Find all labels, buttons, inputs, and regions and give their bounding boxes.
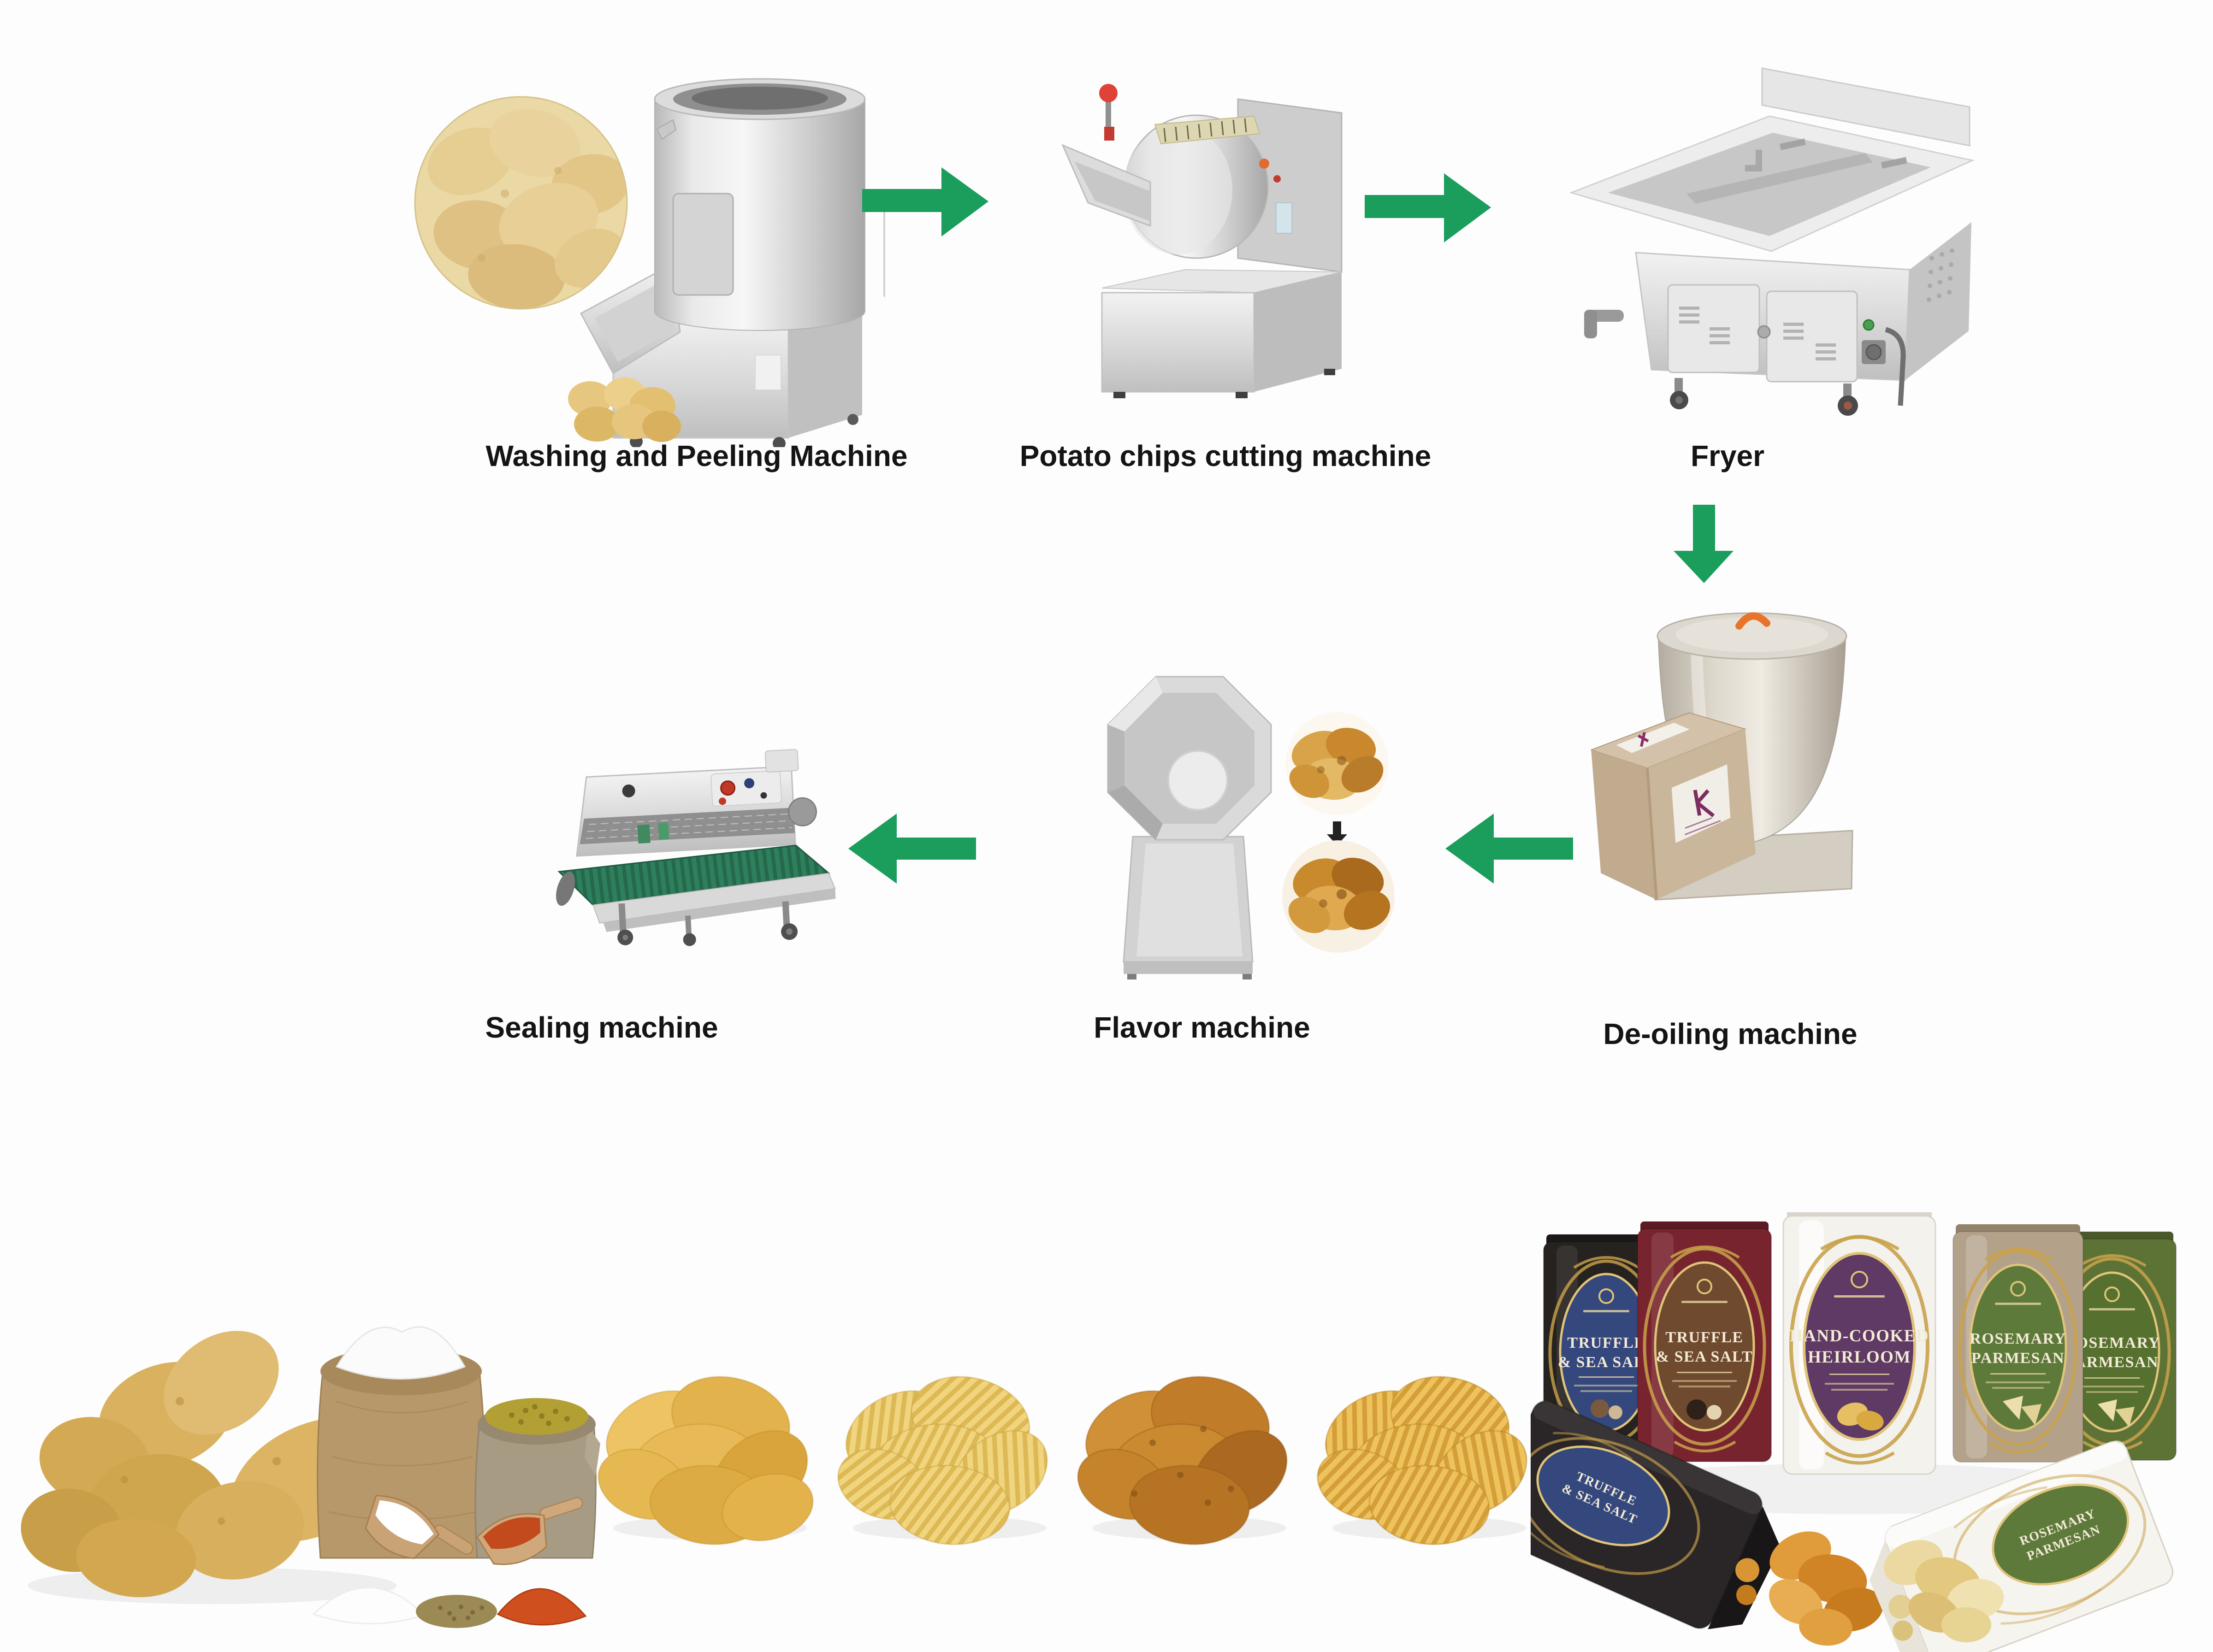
deoiling-machine-illustration xyxy=(1591,612,1853,901)
sealing-machine-illustration xyxy=(556,749,836,946)
flow-arrow-right-1-icon xyxy=(862,167,988,236)
bag4-title-line2: PARMESAN xyxy=(1971,1350,2065,1367)
cutting-machine-illustration xyxy=(1061,84,1343,398)
peeled-potatoes-photo xyxy=(414,96,628,310)
red-knob xyxy=(720,780,736,796)
open-bag-truffle-black: TRUFFLE & SEA SALT xyxy=(1531,1399,1781,1629)
bag2-title-line1: TRUFFLE xyxy=(1665,1329,1743,1346)
stage-label-deoiling: De-oiling machine xyxy=(1603,1017,1858,1050)
plain-chips-pile-photo xyxy=(598,1376,814,1545)
seed-pile xyxy=(416,1595,497,1628)
crinkle-chips-pile-photo-2 xyxy=(1317,1376,1527,1545)
paprika-scoop xyxy=(476,1497,583,1565)
spilled-chips-orange xyxy=(1769,1531,1883,1646)
drain-pipe xyxy=(1584,310,1624,338)
raw-potatoes-and-spices-photo xyxy=(21,1326,600,1628)
flow-arrow-right-2-icon xyxy=(1365,173,1491,242)
bag-truffle-sea-salt-maroon: TRUFFLE & SEA SALT xyxy=(1637,1221,1772,1462)
fryer-illustration xyxy=(1569,67,1975,416)
stage-label-washing: Washing and Peeling Machine xyxy=(485,439,908,472)
flow-arrow-down-icon xyxy=(1674,505,1734,583)
fryer-doors xyxy=(1667,284,1858,383)
raw-potatoes-small-pile xyxy=(568,378,681,442)
chips-photo-after xyxy=(1282,840,1395,953)
bag2-title-line2: & SEA SALT xyxy=(1656,1348,1753,1365)
stage-label-cutting: Potato chips cutting machine xyxy=(1019,439,1432,472)
casters xyxy=(1670,378,1858,416)
finished-chip-bags-photo: TRUFFLE & SEA SALT TRUFFLE & SEA SALT xyxy=(1531,1212,2177,1652)
bag3-title-line2: HEIRLOOM xyxy=(1808,1348,1911,1367)
chips-photo-before xyxy=(1285,712,1389,815)
salt-scoop xyxy=(365,1494,473,1559)
salt-sack xyxy=(317,1326,485,1559)
flow-arrow-left-2-icon xyxy=(848,814,976,884)
crinkle-chips-pile-photo-1 xyxy=(837,1376,1048,1545)
peeling-drum xyxy=(654,78,885,331)
bag1-title-line1: TRUFFLE xyxy=(1567,1334,1645,1351)
spilled-chips-pale xyxy=(1884,1540,2004,1642)
seasoned-chips-photos xyxy=(1282,712,1395,953)
stage-label-sealing: Sealing machine xyxy=(485,1011,718,1044)
small-down-arrow-icon xyxy=(1327,821,1347,845)
potato-pile xyxy=(21,1331,396,1598)
octagonal-drum xyxy=(1107,676,1272,841)
blue-knob xyxy=(744,778,755,789)
cardboard-box xyxy=(1591,712,1756,900)
flavor-machine-illustration xyxy=(1107,676,1272,979)
rustic-chips-pile-photo xyxy=(1077,1376,1288,1545)
flow-arrow-left-1-icon xyxy=(1445,814,1573,884)
bag4-title-line1: ROSEMARY xyxy=(1970,1330,2066,1347)
paprika-pile xyxy=(497,1588,587,1626)
stage-label-flavor: Flavor machine xyxy=(1094,1011,1310,1044)
stage-label-fryer: Fryer xyxy=(1690,439,1765,472)
washing-peeling-machine-illustration xyxy=(414,78,885,447)
power-indicator xyxy=(1863,319,1875,331)
bag-hand-cooked-heirloom-white: HAND-COOKED HEIRLOOM xyxy=(1782,1212,1936,1475)
bag-rosemary-parmesan-tan: ROSEMARY PARMESAN xyxy=(1953,1224,2083,1463)
red-lever xyxy=(1099,84,1118,141)
bag3-title-line1: HAND-COOKED xyxy=(1790,1327,1929,1345)
